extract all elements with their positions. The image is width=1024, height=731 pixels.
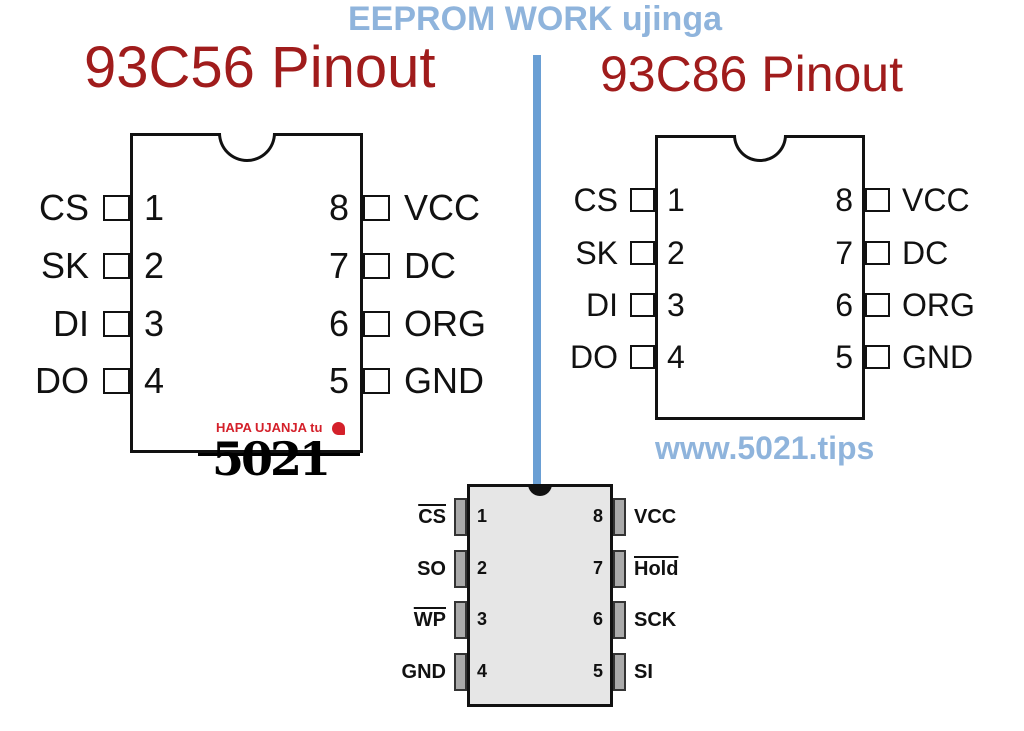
pin-2	[103, 253, 130, 279]
pin-number: 7	[835, 235, 853, 271]
pin-label-sck: SCK	[634, 609, 677, 631]
logo-bar	[198, 453, 360, 456]
pin-number: 2	[667, 235, 685, 271]
logo-dot-icon	[332, 422, 345, 435]
pin-6	[865, 293, 890, 317]
pin-number: 6	[592, 609, 603, 629]
pin-label-cs: CS	[38, 187, 89, 228]
pin-number: 7	[592, 558, 603, 578]
logo-tagline: HAPA UJANJA tu	[216, 420, 323, 435]
pin-4	[454, 653, 467, 691]
pin-label-vcc: VCC	[404, 187, 481, 228]
page-title: EEPROM WORK ujinga	[348, 0, 722, 38]
pin-label-org: ORG	[404, 303, 487, 344]
chip-notch	[528, 484, 552, 496]
pin-number: 8	[592, 506, 603, 526]
pin-number: 5	[592, 661, 603, 681]
pin-number: 1	[667, 182, 685, 218]
pin-number: 5	[835, 339, 853, 375]
pin-3	[454, 601, 467, 639]
pin-number: 4	[144, 360, 165, 401]
pin-label-sk: SK	[575, 235, 618, 271]
pin-label-so: SO	[417, 558, 446, 580]
pin-1	[103, 195, 130, 221]
pin-number: 2	[477, 558, 488, 578]
pin-label-dc: DC	[902, 235, 949, 271]
pin-5	[363, 368, 390, 394]
pin-number: 7	[328, 245, 349, 286]
chip-notch	[733, 135, 787, 162]
pin-number: 6	[328, 303, 349, 344]
pin-label-cs: CS	[573, 182, 618, 218]
pin-6	[613, 601, 626, 639]
pin-label-di: DI	[586, 287, 618, 323]
chip-notch	[217, 133, 276, 162]
pin-8	[613, 498, 626, 536]
pin-number: 3	[144, 303, 165, 344]
heading-93c56: 93C56 Pinout	[84, 35, 436, 100]
pin-number: 6	[835, 287, 853, 323]
pin-1	[454, 498, 467, 536]
pin-number: 1	[477, 506, 488, 526]
pin-5	[865, 345, 890, 369]
pin-number: 1	[144, 187, 165, 228]
pin-label-wp: WP	[413, 609, 446, 631]
pin-3	[103, 311, 130, 337]
pin-label-di: DI	[53, 303, 89, 344]
pin-label-gnd: GND	[902, 339, 974, 375]
pin-label-cs: CS	[418, 506, 446, 528]
pin-7	[363, 253, 390, 279]
chip-93c86	[655, 135, 865, 420]
pin-label-gnd: GND	[404, 360, 484, 401]
logo-5021: HAPA UJANJA tu 5021	[198, 420, 360, 486]
pin-label-do: DO	[35, 360, 89, 401]
logo-number: 5021	[212, 432, 331, 486]
pin-number: 4	[477, 661, 488, 681]
pin-4	[103, 368, 130, 394]
pin-number: 8	[835, 182, 853, 218]
pin-label-dc: DC	[404, 245, 456, 286]
pin-number: 3	[477, 609, 488, 629]
pin-2	[454, 550, 467, 588]
pin-1	[630, 188, 655, 212]
pin-number: 2	[144, 245, 165, 286]
pin-7	[865, 241, 890, 265]
chip-spi-eeprom	[467, 484, 613, 707]
pin-7	[613, 550, 626, 588]
pin-label-vcc: VCC	[634, 506, 677, 528]
pin-2	[630, 241, 655, 265]
pin-5	[613, 653, 626, 691]
chip-93c56	[130, 133, 363, 453]
pin-label-vcc: VCC	[902, 182, 970, 218]
divider-line	[533, 55, 541, 485]
pin-8	[363, 195, 390, 221]
pin-label-org: ORG	[902, 287, 975, 323]
pin-label-si: SI	[634, 661, 653, 683]
pin-8	[865, 188, 890, 212]
pin-number: 5	[328, 360, 349, 401]
pin-number: 3	[667, 287, 685, 323]
pin-number: 8	[328, 187, 349, 228]
pin-label-sk: SK	[40, 245, 89, 286]
pin-3	[630, 293, 655, 317]
pin-label-gnd: GND	[401, 661, 446, 683]
website-text: www.5021.tips	[655, 430, 875, 466]
pin-6	[363, 311, 390, 337]
pin-4	[630, 345, 655, 369]
pin-number: 4	[667, 339, 685, 375]
pin-label-hold: Hold	[634, 558, 679, 580]
pin-label-do: DO	[570, 339, 618, 375]
heading-93c86: 93C86 Pinout	[600, 46, 904, 102]
